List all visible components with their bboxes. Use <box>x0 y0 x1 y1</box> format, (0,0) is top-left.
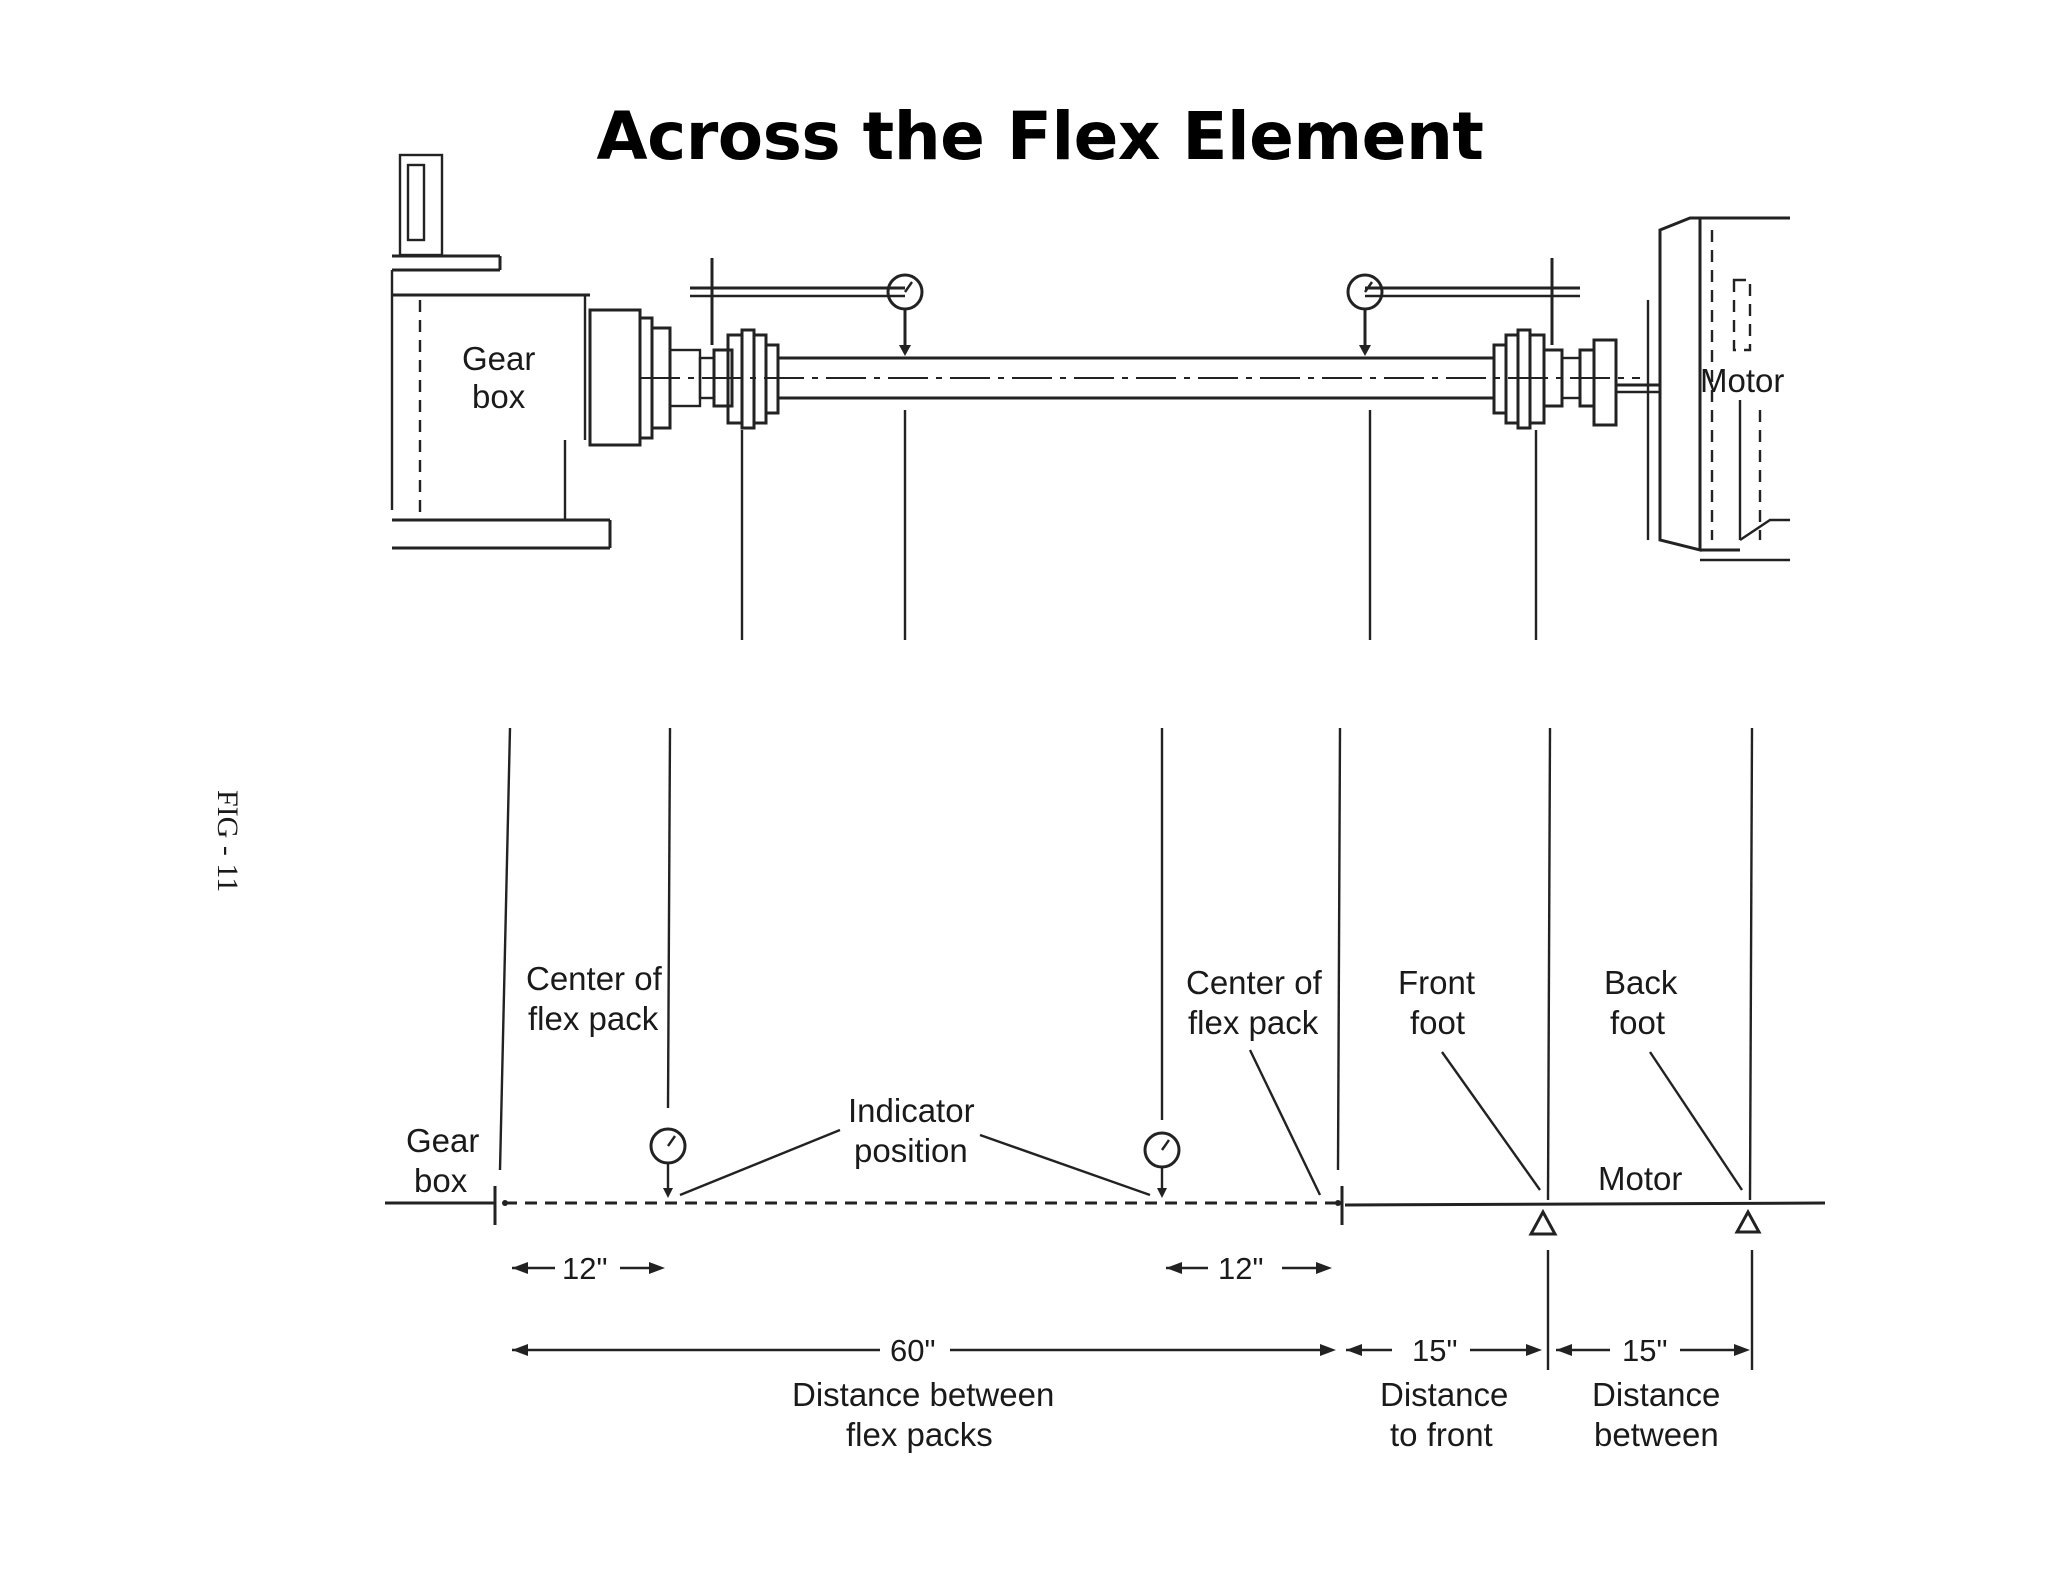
dim-right-12-text: 12" <box>1218 1251 1264 1286</box>
right-flex-pack-label-line2: flex pack <box>1188 1004 1319 1041</box>
spacer-shaft-drawing <box>640 356 1640 400</box>
left-coupling-drawing <box>690 258 905 430</box>
dim-front-15-text: 15" <box>1412 1333 1458 1368</box>
bottom-motor-label: Motor <box>1598 1160 1682 1197</box>
top-projection-lines <box>740 410 1538 640</box>
dim-60-caption-line2: flex packs <box>846 1416 993 1453</box>
bottom-view: Gear box Center of flex pack Indicator p… <box>385 727 1826 1236</box>
dim-between-caption-line2: between <box>1594 1416 1719 1453</box>
indicator-position-label-line1: Indicator <box>848 1092 975 1129</box>
dial-indicator-right <box>1346 273 1384 356</box>
page-title: Across the Flex Element <box>596 98 1484 175</box>
leader-lines <box>679 1049 1743 1197</box>
top-motor-label: Motor <box>1700 362 1784 399</box>
top-gearbox-label-line1: Gear <box>462 340 535 377</box>
indicator-position-label-line2: position <box>854 1132 968 1169</box>
baseline <box>385 1186 1826 1225</box>
gearbox-drawing: Gear box <box>390 153 716 550</box>
bottom-gearbox-label-line1: Gear <box>406 1122 479 1159</box>
dim-between-15: 15" Distance between <box>1556 1250 1754 1453</box>
dim-left-12-text: 12" <box>562 1251 608 1286</box>
indicator-symbol-right <box>1143 1131 1181 1198</box>
dim-front-caption-line2: to front <box>1390 1416 1493 1453</box>
left-flex-pack-label-line1: Center of <box>526 960 663 997</box>
front-foot-label-line2: foot <box>1410 1004 1465 1041</box>
bottom-projection-lines <box>498 727 1754 1201</box>
top-gearbox-label-line2: box <box>472 378 526 415</box>
dim-left-12: 12" <box>512 1251 665 1286</box>
dim-60: 60" Distance between flex packs <box>512 1333 1336 1453</box>
dial-indicator-left <box>886 273 924 356</box>
dim-right-12: 12" <box>1166 1251 1332 1286</box>
dim-60-caption-line1: Distance between <box>792 1376 1054 1413</box>
top-view: Gear box <box>390 153 1790 640</box>
front-foot-triangle <box>1528 1208 1558 1236</box>
bottom-gearbox-label-line2: box <box>414 1162 468 1199</box>
indicator-symbol-left <box>649 1127 687 1198</box>
back-foot-label-line1: Back <box>1604 964 1678 1001</box>
back-foot-label-line2: foot <box>1610 1004 1665 1041</box>
dim-front-caption-line1: Distance <box>1380 1376 1508 1413</box>
front-foot-label-line1: Front <box>1398 964 1475 1001</box>
figure-label: FIG - 11 <box>211 790 244 892</box>
dim-60-text: 60" <box>890 1333 936 1368</box>
right-coupling-drawing <box>1365 258 1580 430</box>
dim-between-15-text: 15" <box>1622 1333 1668 1368</box>
back-foot-triangle <box>1734 1208 1762 1234</box>
left-flex-pack-label-line2: flex pack <box>528 1000 659 1037</box>
dim-front-15: 15" Distance to front <box>1346 1250 1550 1453</box>
motor-drawing: Motor <box>1560 216 1790 562</box>
dimension-lines: 12" 12" 60" Distance between flex packs <box>512 1250 1754 1453</box>
right-flex-pack-label-line1: Center of <box>1186 964 1323 1001</box>
dim-between-caption-line1: Distance <box>1592 1376 1720 1413</box>
